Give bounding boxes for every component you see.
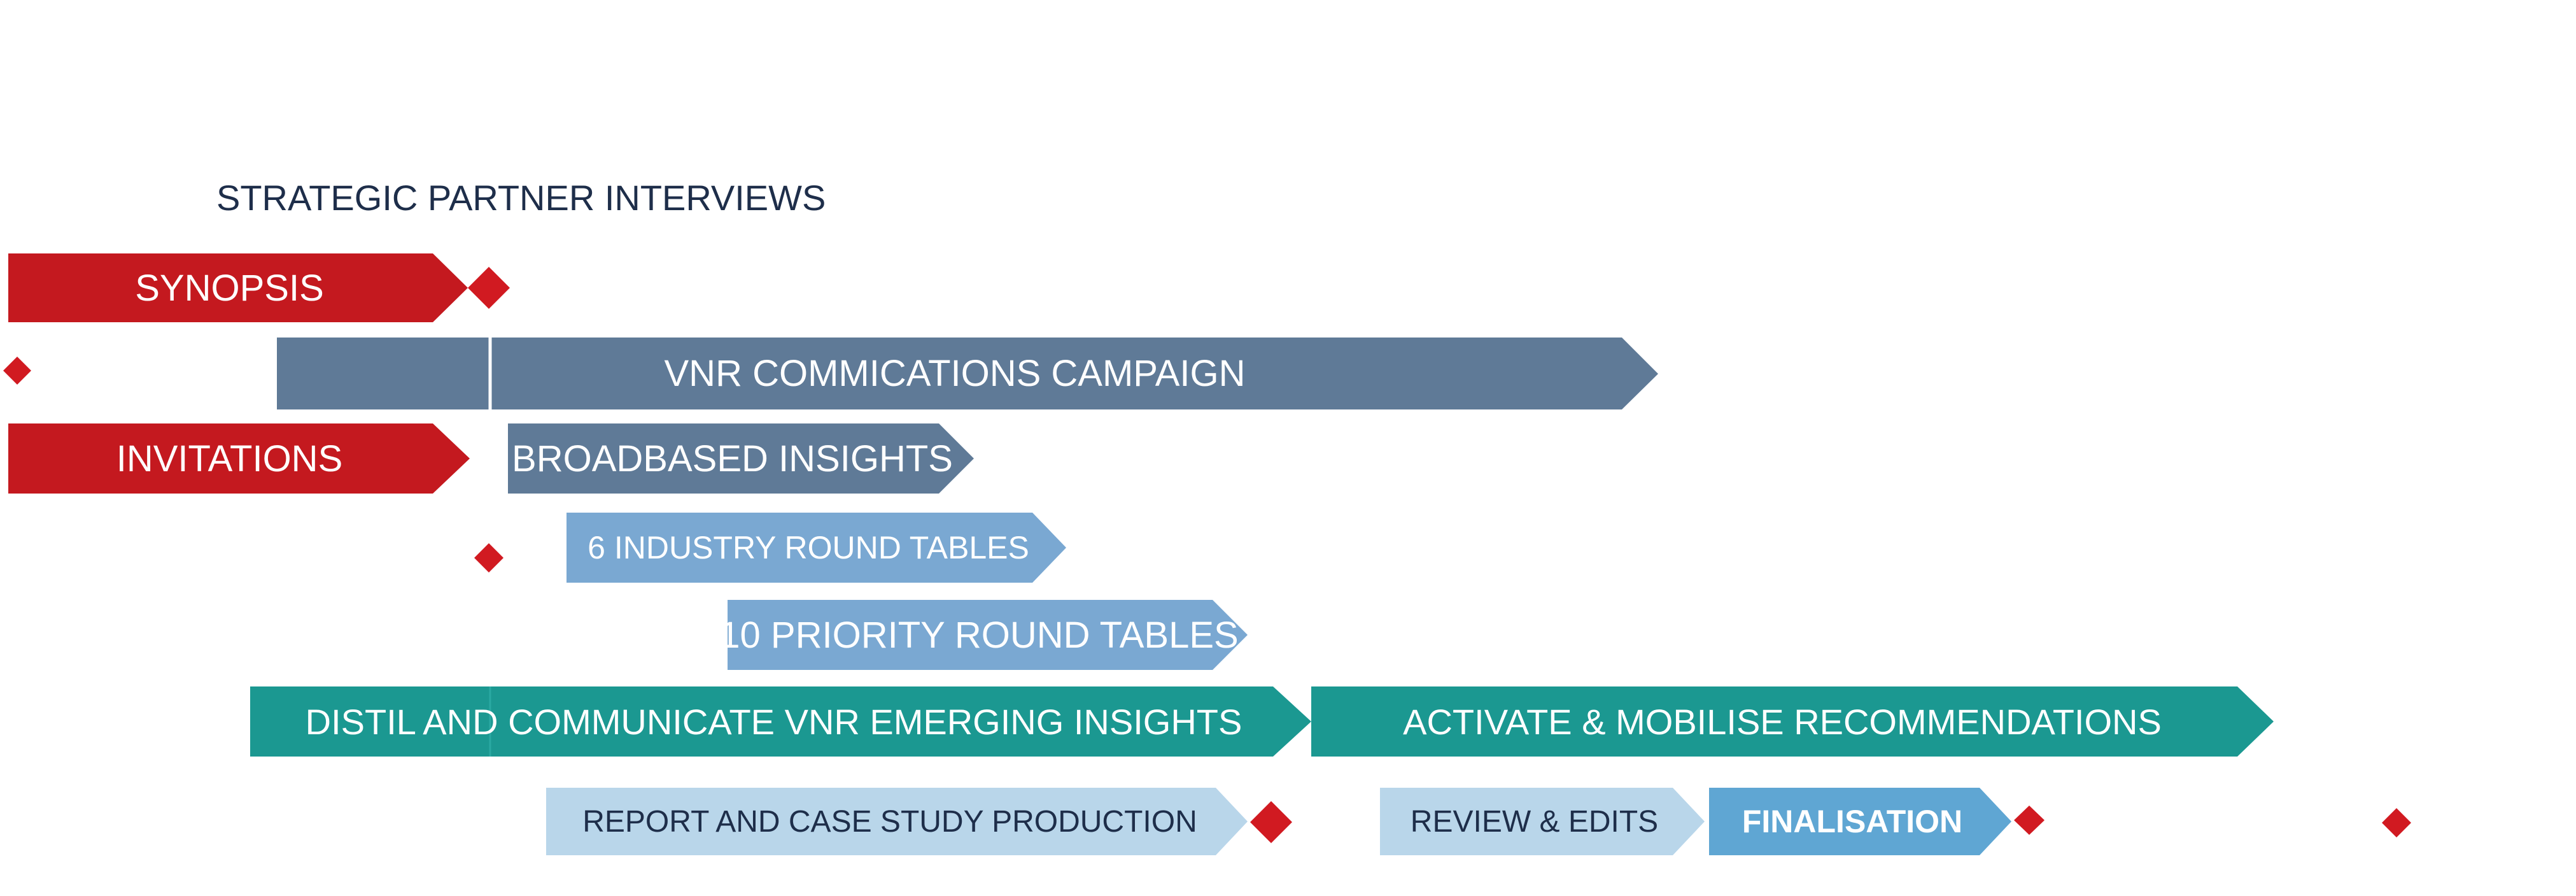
priority-round-tables-bar xyxy=(728,600,1248,670)
diamond-icon xyxy=(468,267,510,309)
review-edits-bar xyxy=(1380,788,1705,855)
invitations-bar xyxy=(8,423,470,494)
broadbased-insights-bar xyxy=(508,423,974,494)
distil-communicate-bar xyxy=(250,686,1311,757)
finalisation-bar xyxy=(1709,788,2011,855)
report-production-bar xyxy=(546,788,1248,855)
activate-mobilise-bar xyxy=(1311,686,2274,757)
diamond-icon xyxy=(2382,808,2411,837)
diamond-icon xyxy=(3,357,31,385)
vnr-campaign-bar xyxy=(277,338,1658,409)
diamond-icon xyxy=(1250,801,1292,843)
synopsis-bar xyxy=(8,253,468,322)
industry-round-tables-bar xyxy=(567,513,1066,583)
diamond-icon xyxy=(2014,806,2045,835)
diamond-icon xyxy=(474,543,503,572)
